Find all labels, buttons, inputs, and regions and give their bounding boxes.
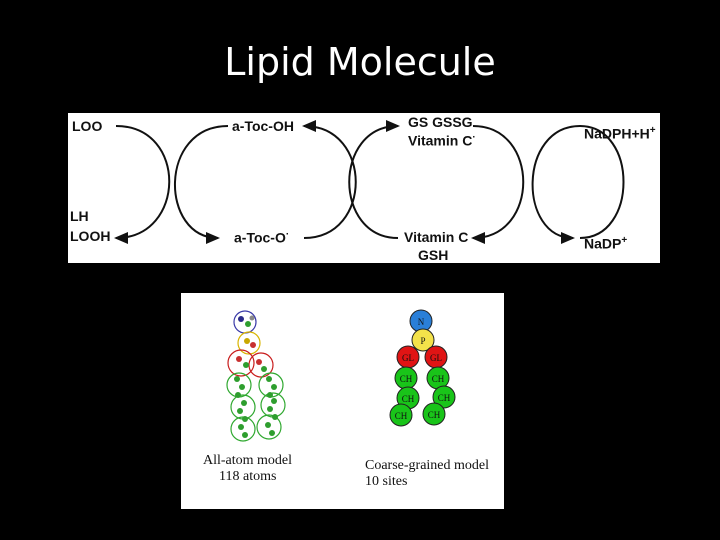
label-looh: LOOH	[70, 228, 111, 244]
bead-label-gl-right: GL	[430, 353, 442, 363]
lipid-models-figure: N P GL GL CH CH CH CH CH CH All-atom mod…	[181, 293, 504, 509]
bead-label-ch-2: CH	[432, 374, 445, 384]
bead-label-ch-5: CH	[395, 411, 408, 421]
label-vitamin-c-bottom: Vitamin C	[404, 229, 469, 245]
label-nadp: NaDP+	[584, 235, 628, 252]
all-atom-caption-line1: All-atom model	[203, 453, 293, 468]
bead-ch-4	[432, 385, 456, 409]
label-gs-gssg: GS GSSG	[408, 114, 473, 130]
bead-ch-5	[389, 403, 413, 427]
bead-ch-6	[422, 402, 446, 426]
bead-label-n: N	[418, 317, 425, 327]
label-loo: LOO	[72, 118, 103, 134]
label-lh: LH	[70, 208, 89, 224]
coarse-grained-model-illustration: N P GL GL CH CH CH CH CH CH	[389, 309, 456, 427]
label-nadph: NaDPH+H+	[584, 125, 656, 142]
label-vitamin-c-top: Vitamin C·	[408, 132, 476, 149]
coarse-caption-line1: Coarse-grained model	[365, 458, 490, 473]
all-atom-model-illustration	[226, 310, 286, 442]
cycle4-arc-right	[579, 125, 625, 239]
label-gsh: GSH	[418, 247, 449, 263]
bead-label-p: P	[420, 336, 425, 346]
redox-cycle-diagram: LOO LH LOOH a-Toc-OH a-Toc-O· GS GSSG Vi…	[68, 113, 660, 263]
slide-title: Lipid Molecule	[224, 40, 496, 84]
bead-label-ch-6: CH	[428, 410, 441, 420]
cycle2-arc-right	[302, 120, 357, 239]
bead-label-ch-4: CH	[438, 393, 451, 403]
label-toc-o: a-Toc-O·	[234, 229, 290, 246]
bead-label-ch-3: CH	[402, 394, 415, 404]
bead-label-gl-left: GL	[402, 353, 414, 363]
coarse-caption-line2: 10 sites	[365, 474, 408, 489]
cycle1-arc-right	[114, 125, 171, 244]
label-toc-oh: a-Toc-OH	[232, 118, 294, 134]
bead-p	[411, 328, 435, 352]
cycle3-arc-left	[348, 120, 400, 239]
all-atom-caption-line2: 118 atoms	[219, 469, 277, 484]
bead-label-ch-1: CH	[400, 374, 413, 384]
cycle4-arc-left	[531, 125, 581, 244]
cycle3-arc-right	[471, 125, 525, 244]
cycle2-arc-left	[174, 125, 229, 244]
cycle-arcs	[114, 120, 625, 244]
